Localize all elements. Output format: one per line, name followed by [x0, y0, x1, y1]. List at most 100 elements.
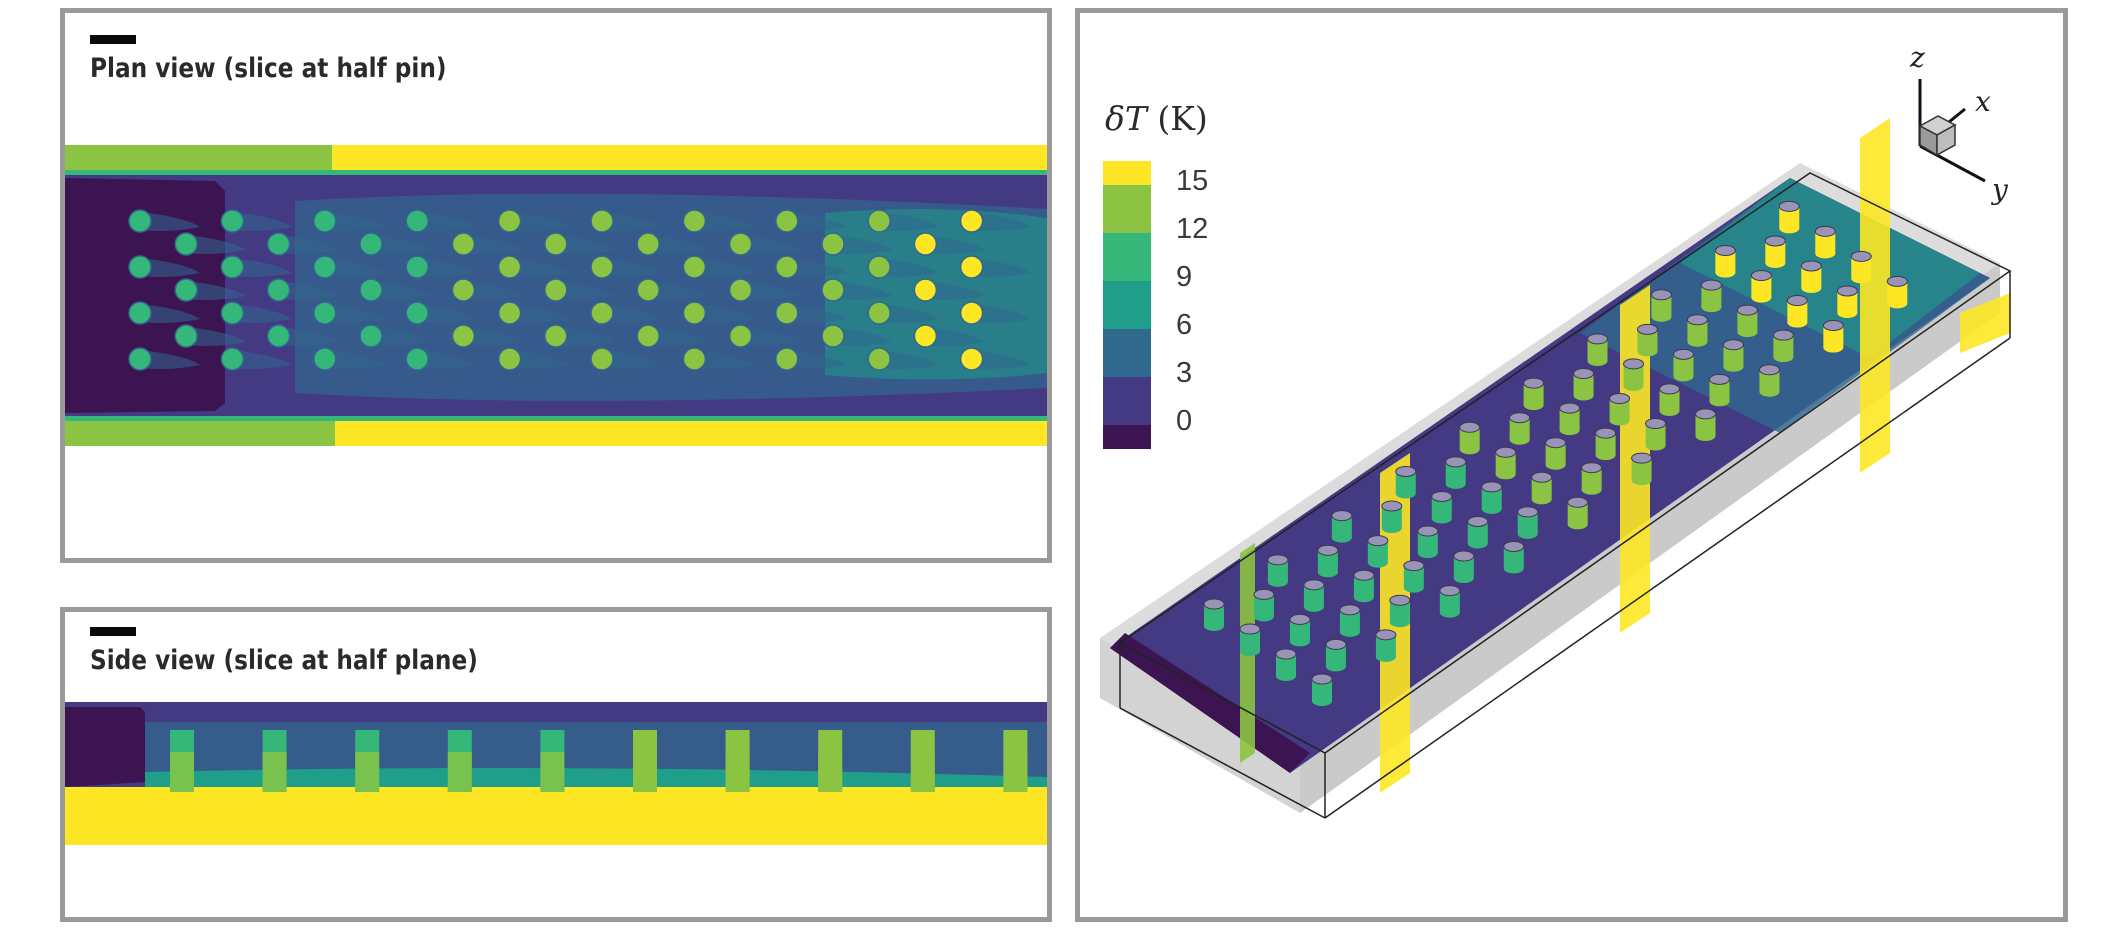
pin-top — [1708, 373, 1730, 385]
pin-section — [266, 278, 291, 302]
pin-base — [1559, 425, 1580, 436]
pin-top — [1786, 295, 1808, 307]
pin-body — [1523, 383, 1544, 406]
pin-base — [1389, 617, 1410, 628]
pin-base — [1723, 361, 1744, 372]
pin-wake — [879, 350, 940, 369]
pin-top — [1636, 323, 1658, 335]
pin-base — [1495, 469, 1516, 480]
colorbar-swatch — [1103, 281, 1151, 329]
pin-body — [1531, 477, 1552, 500]
pin-base — [1445, 478, 1466, 489]
pin-wake — [648, 327, 709, 346]
side-view-title: Side view (slice at half plane) — [90, 645, 478, 676]
pin-base — [1581, 484, 1602, 495]
pin-wake — [278, 327, 339, 346]
pin-body — [1481, 486, 1502, 509]
pin-wake — [232, 258, 293, 277]
pin-top — [1886, 275, 1908, 287]
pin-body — [1637, 329, 1658, 352]
pin-top — [1587, 333, 1609, 345]
pin-top — [1331, 510, 1353, 522]
pin-wake — [371, 235, 431, 254]
pin-base — [1459, 444, 1480, 455]
pin-section — [867, 209, 891, 233]
pin-body — [1851, 256, 1872, 279]
pin-wake — [648, 281, 709, 300]
pin-top — [1253, 588, 1275, 600]
plan-view-title: Plan view (slice at half pin) — [90, 53, 447, 84]
pin-base — [1715, 267, 1736, 278]
pin-section — [313, 209, 337, 233]
pin-section — [821, 278, 845, 302]
pin-base — [1645, 440, 1666, 451]
pin-wake — [417, 304, 478, 323]
pin-top — [1714, 245, 1736, 257]
pin-wake — [602, 350, 662, 369]
pin-body — [1815, 231, 1836, 254]
pin-body — [1623, 363, 1644, 386]
pin-wake — [417, 350, 478, 369]
pin-top — [1503, 540, 1525, 552]
pin-wake — [509, 258, 570, 277]
pin-section — [497, 347, 522, 371]
pin-body — [1773, 335, 1794, 358]
pin-body — [1495, 452, 1516, 475]
pin-wake — [971, 212, 1032, 231]
pin-body — [1573, 373, 1594, 396]
pin-wake — [694, 212, 755, 231]
pin-section — [544, 278, 568, 302]
pin-base — [1509, 434, 1530, 445]
pin-top — [1495, 446, 1517, 458]
pin-wake — [417, 212, 478, 231]
pin-body — [1375, 634, 1396, 657]
pin-wake — [324, 350, 385, 369]
pin-base — [1637, 346, 1658, 357]
pin-base — [1467, 538, 1488, 549]
pin-section — [775, 255, 799, 279]
pin-section — [682, 255, 707, 279]
pin-base — [1523, 400, 1544, 411]
pin-body — [1395, 471, 1416, 494]
pin-wake — [694, 258, 755, 277]
pin-top — [1822, 320, 1844, 332]
pin-body — [1289, 619, 1310, 642]
pin-wake — [740, 281, 801, 300]
pin-base — [1779, 223, 1800, 234]
pin-base — [1687, 336, 1708, 347]
pin-base — [1837, 307, 1858, 318]
pin-body — [1403, 565, 1424, 588]
pin-wake — [971, 258, 1032, 277]
pin-base — [1267, 576, 1288, 587]
x-axis-label: x — [1975, 85, 1991, 118]
pin-section — [959, 209, 984, 233]
pin-body — [1353, 575, 1374, 598]
pin-top — [1509, 412, 1531, 424]
pin-base — [1289, 636, 1310, 647]
pin-top — [1672, 348, 1694, 360]
pin-top — [1417, 525, 1439, 537]
pin-body — [1645, 423, 1666, 446]
pin-side-section — [725, 752, 750, 792]
pin-section — [913, 324, 938, 348]
pin-section — [636, 232, 660, 256]
pin-base — [1567, 519, 1588, 530]
pin-base — [1253, 611, 1274, 622]
pin-section — [313, 301, 337, 325]
pin-base — [1331, 532, 1352, 543]
pin-top — [1736, 304, 1758, 316]
pin-body — [1453, 556, 1474, 579]
pin-base — [1403, 582, 1424, 593]
pin-section — [636, 278, 660, 302]
axis-triad — [1918, 79, 1986, 183]
pin-body — [1240, 629, 1260, 651]
pin-section — [590, 347, 614, 371]
pin-base — [1439, 607, 1460, 618]
pin-body — [1823, 325, 1844, 348]
pin-top — [1722, 339, 1744, 351]
pin-top — [1289, 613, 1311, 625]
pin-base — [1737, 327, 1758, 338]
y-axis-label: y — [1992, 173, 2008, 206]
pin-top — [1403, 560, 1425, 572]
plan-view-contour — [65, 145, 1047, 446]
